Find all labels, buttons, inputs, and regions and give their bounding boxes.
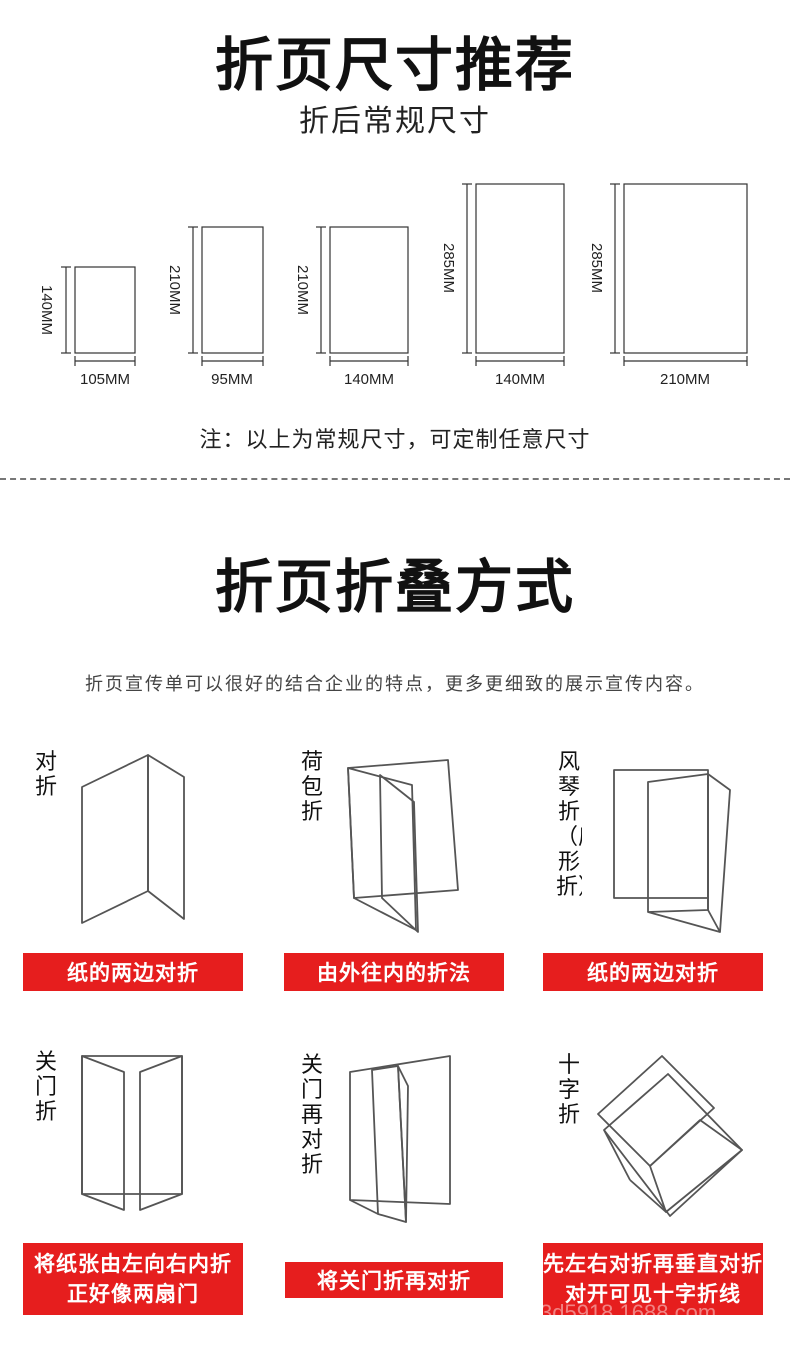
gate-fold-diagram <box>81 1055 183 1211</box>
size-diagrams: 140MM 210MM 210MM 285MM 285MM 105MM 95MM… <box>38 183 748 388</box>
size-rect-1 <box>74 266 136 354</box>
fold-name-5: 关门再对折 <box>300 1053 323 1178</box>
size-rect-5 <box>623 183 748 354</box>
fold-name-1: 对折 <box>34 750 57 800</box>
size-5-height: 285MM <box>588 243 605 293</box>
size-3-width: 140MM <box>344 371 394 388</box>
size-2-width: 95MM <box>211 371 253 388</box>
size-4-height: 285MM <box>440 243 457 293</box>
fold-section-title: 折页折叠方式 <box>214 553 575 621</box>
roll-fold-diagram <box>347 759 459 933</box>
fold-name-3: 风琴折（扇形折） <box>556 750 582 900</box>
size-1-width: 105MM <box>80 371 130 388</box>
double-gate-fold-diagram <box>349 1055 451 1223</box>
half-fold-diagram <box>81 754 185 924</box>
fold-caption-6: 先左右对折再垂直对折 对开可见十字折线 <box>543 1243 763 1315</box>
fold-name-2: 荷包折 <box>300 750 323 825</box>
fold-caption-4: 将纸张由左向右内折 正好像两扇门 <box>23 1243 243 1315</box>
size-section-title: 折页尺寸推荐 <box>214 31 575 99</box>
fold-caption-1: 纸的两边对折 <box>23 953 243 991</box>
size-rect-2 <box>201 226 264 354</box>
fold-caption-2: 由外往内的折法 <box>284 953 504 991</box>
fold-name-6: 十字折 <box>557 1053 580 1128</box>
size-5-width: 210MM <box>660 371 710 388</box>
size-note: 注：以上为常规尺寸，可定制任意尺寸 <box>199 428 591 453</box>
size-4-width: 140MM <box>495 371 545 388</box>
size-1-height: 140MM <box>38 285 55 335</box>
cross-fold-diagram <box>597 1055 743 1217</box>
size-3-height: 210MM <box>294 265 311 315</box>
size-rect-4 <box>475 183 565 354</box>
fold-section-description: 折页宣传单可以很好的结合企业的特点，更多更细致的展示宣传内容。 <box>85 674 705 695</box>
size-2-height: 210MM <box>166 265 183 315</box>
size-section-subtitle: 折后常规尺寸 <box>299 104 491 139</box>
size-rect-3 <box>329 226 409 354</box>
fold-name-4: 关门折 <box>34 1050 57 1125</box>
fold-caption-3: 纸的两边对折 <box>543 953 763 991</box>
accordion-fold-diagram <box>613 769 731 933</box>
watermark: 3d5918.1688.com <box>540 1300 717 1325</box>
section-divider <box>0 478 790 480</box>
fold-caption-5: 将关门折再对折 <box>285 1262 503 1298</box>
